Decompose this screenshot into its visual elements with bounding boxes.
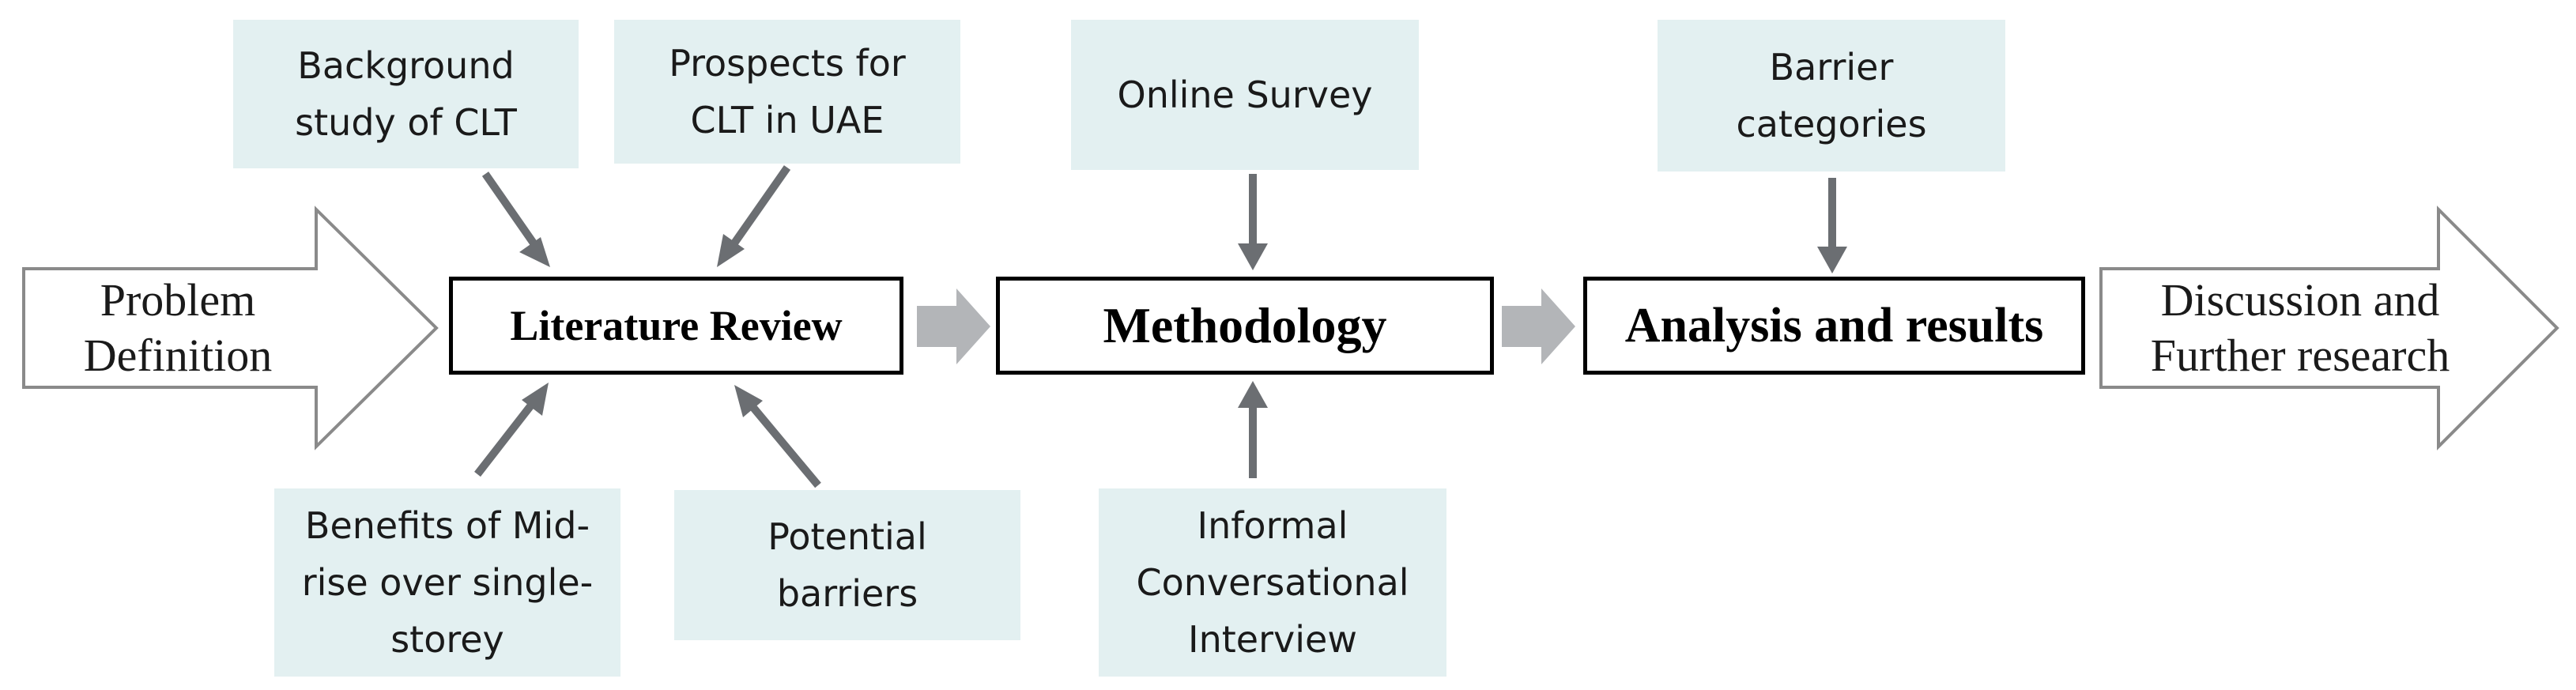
literature-review-label: Literature Review <box>510 302 843 349</box>
arrow-interview-to-method <box>1238 381 1268 478</box>
problem-definition-text: Problem Definition <box>83 274 273 381</box>
flow-arrow-lit-to-method <box>917 288 990 364</box>
prospects-box: Prospects for CLT in UAE <box>614 20 960 164</box>
potential-barriers-label: Potential barriers <box>768 515 927 615</box>
benefits-label: Benefits of Mid- rise over single- store… <box>301 504 594 661</box>
analysis-results-label: Analysis and results <box>1624 298 2044 353</box>
methodology-label: Methodology <box>1103 297 1387 353</box>
prospects-label: Prospects for CLT in UAE <box>669 42 906 141</box>
benefits-box: Benefits of Mid- rise over single- store… <box>274 488 620 677</box>
problem-definition-arrow-shape <box>22 205 439 451</box>
arrow-categories-to-analysis <box>1817 178 1847 273</box>
arrow-background-to-lit <box>481 172 550 267</box>
arrow-benefits-to-lit <box>474 383 549 477</box>
methodology-box: Methodology <box>996 277 1494 375</box>
arrow-survey-to-method <box>1238 174 1268 270</box>
literature-review-box: Literature Review <box>449 277 903 375</box>
barrier-categories-label: Barrier categories <box>1736 46 1927 145</box>
potential-barriers-box: Potential barriers <box>674 490 1020 640</box>
informal-interview-box: Informal Conversational Interview <box>1099 488 1446 677</box>
discussion-label: Discussion and Further research <box>2106 273 2494 383</box>
problem-definition-label: Problem Definition <box>47 273 308 383</box>
background-study-box: Background study of CLT <box>233 20 579 168</box>
informal-interview-label: Informal Conversational Interview <box>1136 504 1409 661</box>
barrier-categories-box: Barrier categories <box>1658 20 2005 172</box>
online-survey-label: Online Survey <box>1117 74 1373 116</box>
discussion-text: Discussion and Further research <box>2150 274 2450 381</box>
arrow-barriers-to-lit <box>734 385 821 488</box>
discussion-arrow-shape <box>2099 205 2559 451</box>
analysis-results-box: Analysis and results <box>1583 277 2085 375</box>
background-study-label: Background study of CLT <box>295 44 517 144</box>
online-survey-box: Online Survey <box>1071 20 1419 170</box>
arrow-prospects-to-lit <box>717 165 791 267</box>
flow-arrow-method-to-analysis <box>1502 288 1575 364</box>
